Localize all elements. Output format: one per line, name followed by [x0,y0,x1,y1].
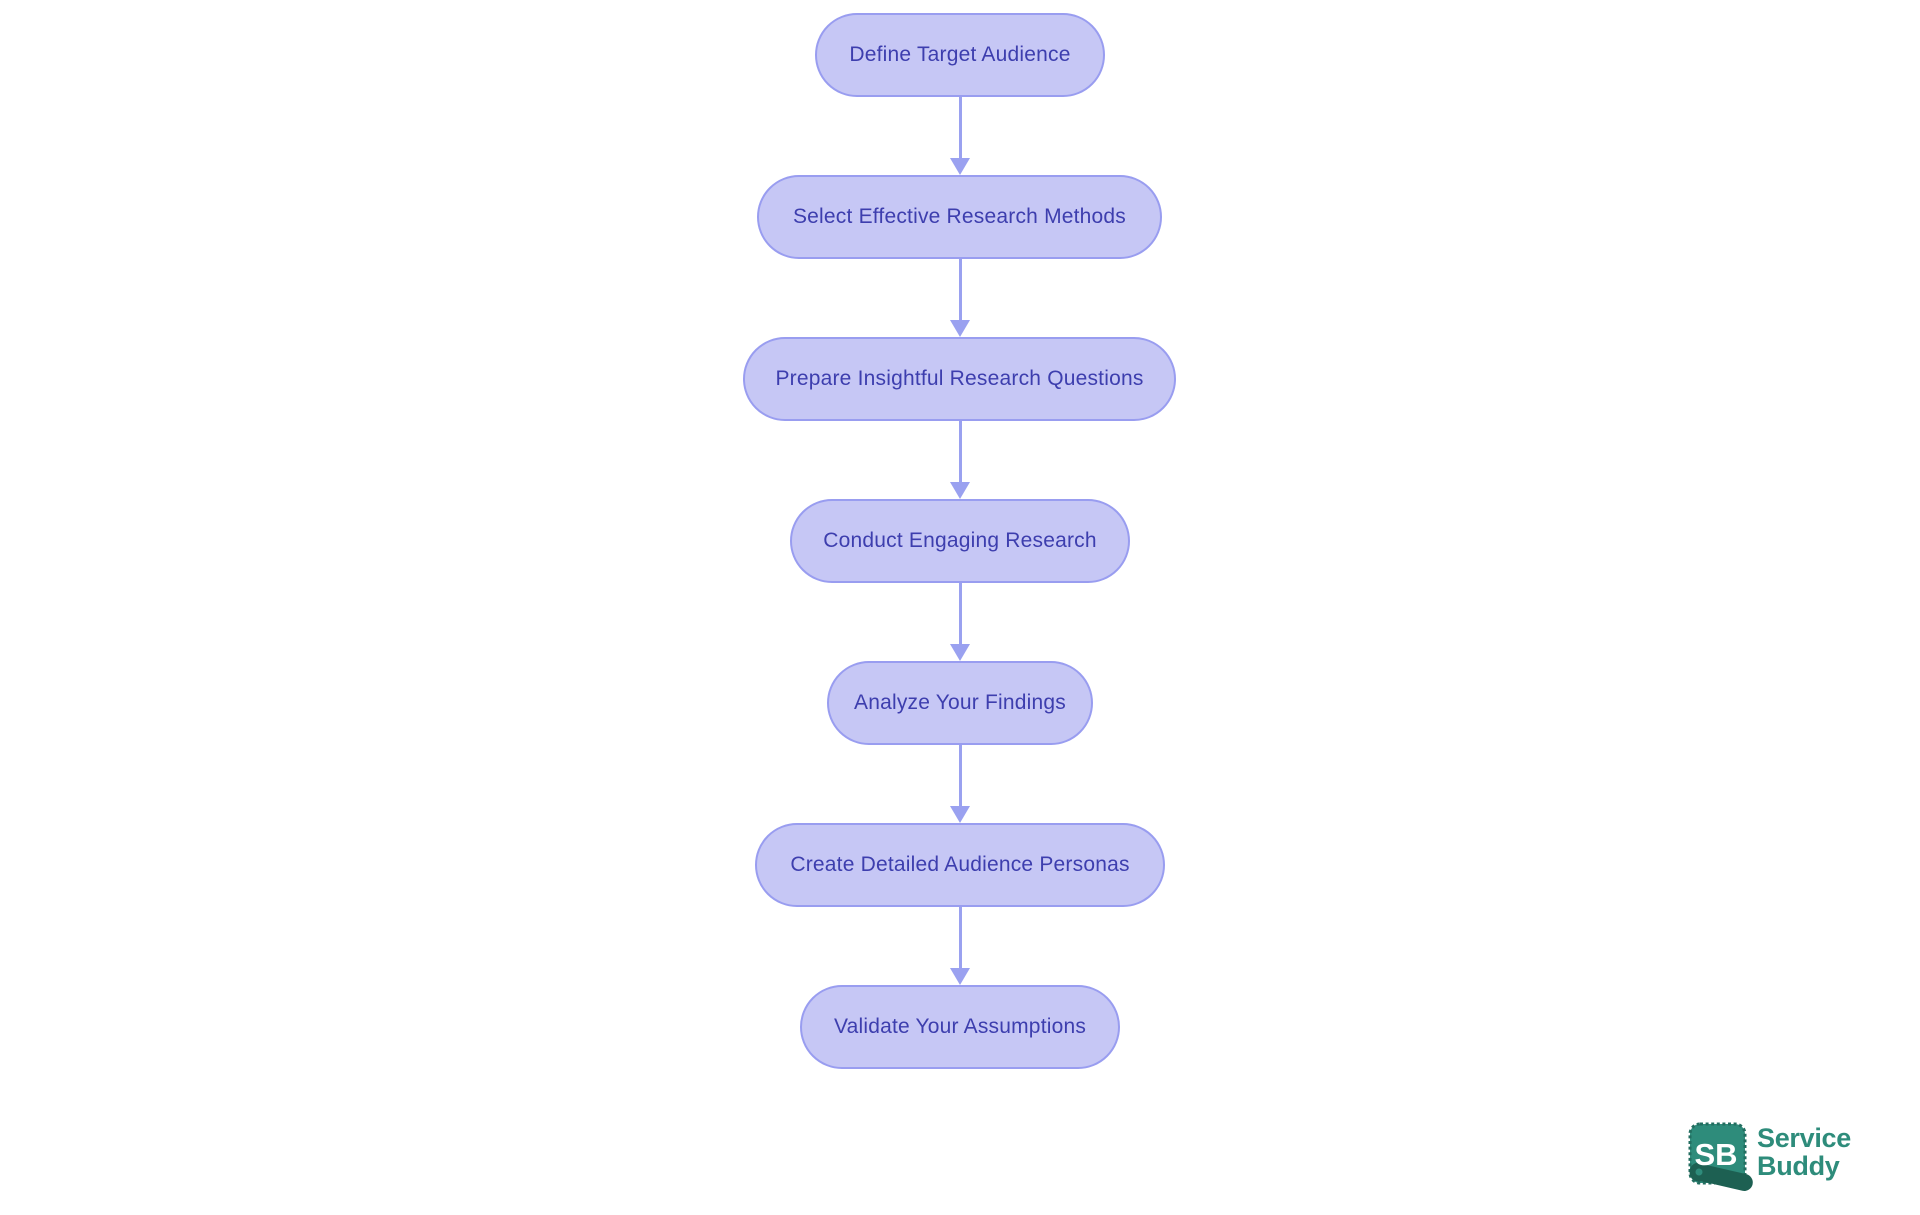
arrow-down-icon [950,158,970,175]
arrow-down-icon [950,482,970,499]
flow-node-select-research-methods: Select Effective Research Methods [757,175,1162,259]
flow-arrow-3 [949,421,971,499]
service-buddy-logo: SB Service Buddy [1687,1121,1851,1191]
arrow-line [958,907,962,968]
flow-arrow-5 [949,745,971,823]
flow-arrow-1 [949,97,971,175]
flow-arrow-2 [949,259,971,337]
logo-wordmark-line2: Buddy [1757,1151,1840,1181]
arrow-down-icon [950,320,970,337]
arrow-line [958,259,962,320]
arrow-down-icon [950,644,970,661]
arrow-down-icon [950,806,970,823]
logo-monogram: SB [1694,1137,1737,1172]
flow-node-prepare-research-questions: Prepare Insightful Research Questions [743,337,1176,421]
arrow-line [958,745,962,806]
arrow-line [958,583,962,644]
service-buddy-badge-icon: SB [1688,1122,1753,1191]
flow-node-validate-assumptions: Validate Your Assumptions [800,985,1120,1069]
arrow-line [958,421,962,482]
service-buddy-wordmark: Service Buddy [1757,1124,1851,1180]
flow-arrow-4 [949,583,971,661]
flow-node-create-personas: Create Detailed Audience Personas [755,823,1165,907]
logo-wordmark-line1: Service [1757,1123,1851,1153]
flow-arrow-6 [949,907,971,985]
flow-node-define-target-audience: Define Target Audience [815,13,1105,97]
arrow-down-icon [950,968,970,985]
flow-node-analyze-findings: Analyze Your Findings [827,661,1093,745]
arrow-line [958,97,962,158]
flow-node-conduct-research: Conduct Engaging Research [790,499,1130,583]
